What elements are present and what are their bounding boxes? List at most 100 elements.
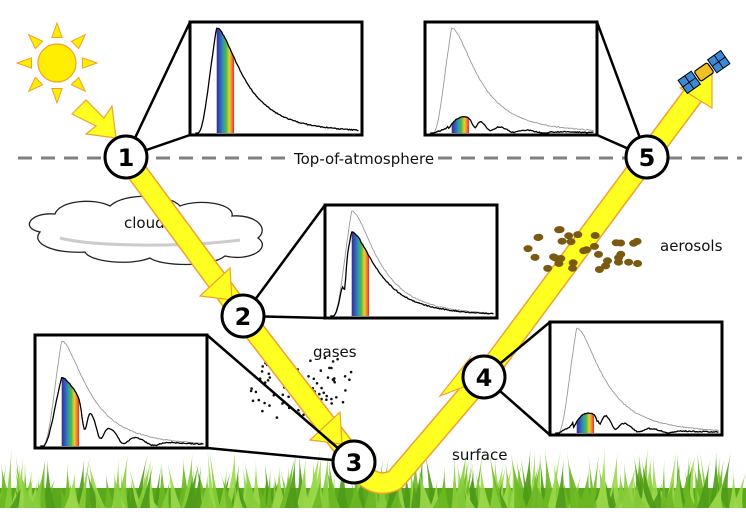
grass-blade <box>708 479 725 508</box>
grass-blade <box>199 473 215 508</box>
grass-blade <box>296 452 308 508</box>
zoom-connector-line <box>241 204 327 317</box>
gas-dot <box>315 382 319 385</box>
grass-blade <box>91 483 107 508</box>
stage-marker-4: 4 <box>461 354 507 400</box>
grass-blade <box>694 485 706 508</box>
grass-blade <box>128 466 142 508</box>
aerosol-dot <box>601 262 611 270</box>
aerosol-dot <box>582 246 592 254</box>
grass-blade <box>284 456 299 508</box>
visible-band-fill <box>451 116 470 133</box>
grass-blade <box>532 474 550 508</box>
aerosol-dot <box>557 237 567 245</box>
spectrum-panel-1 <box>188 20 364 137</box>
grass-blade <box>326 458 340 508</box>
aerosol-dot <box>554 260 564 267</box>
grass-blade <box>185 468 195 508</box>
stage-circle <box>220 293 266 339</box>
sun-disc <box>37 43 77 83</box>
grass-blade <box>233 476 241 508</box>
zoom-connector-line <box>595 21 649 158</box>
grass-blade <box>207 448 217 508</box>
stage-circle <box>331 439 377 485</box>
grass-blade <box>104 472 116 508</box>
grass-blade <box>0 463 15 508</box>
measured-spectrum <box>330 231 494 317</box>
aerosol-dot <box>629 239 639 247</box>
gas-dot <box>268 376 272 379</box>
gas-dot <box>266 379 270 382</box>
sun-ray <box>51 87 63 105</box>
stage-marker-3: 3 <box>331 439 377 485</box>
visible-band-fill <box>216 28 235 133</box>
zoom-connector-line <box>206 334 355 463</box>
grass-blade <box>714 452 731 508</box>
grass-blade <box>236 479 247 508</box>
zoom-connector-line <box>124 21 192 158</box>
aerosol-dot <box>624 258 634 266</box>
gas-dot <box>261 409 264 413</box>
grass-blade <box>377 455 390 508</box>
measured-spectrum <box>555 412 719 434</box>
aerosol-dot <box>594 266 604 273</box>
grass-blade <box>319 451 330 508</box>
gas-dot <box>349 370 353 374</box>
aerosol-dot <box>523 245 533 253</box>
aerosol-dot <box>566 238 576 246</box>
grass-blade <box>614 472 630 508</box>
gas-dot <box>275 416 279 419</box>
gas-dot <box>254 390 258 394</box>
gas-dot <box>328 366 331 370</box>
grass-blade <box>472 451 484 508</box>
grass-blade <box>272 466 287 508</box>
gas-dot <box>325 398 328 402</box>
gas-dot <box>302 413 305 417</box>
grass-blade <box>115 454 128 508</box>
aerosol-dot <box>614 258 623 266</box>
gas-dot <box>287 395 290 399</box>
toa-label: Top-of-atmosphere <box>293 150 434 168</box>
panel-frame <box>188 20 364 137</box>
grass-blade <box>242 466 255 508</box>
measured-spectrum <box>40 376 204 447</box>
grass-blade <box>266 466 273 508</box>
grass-blade <box>161 477 171 508</box>
grass-blade <box>335 453 348 508</box>
gas-dot <box>320 386 323 390</box>
gas-dot <box>312 377 316 381</box>
grass-blade <box>588 454 597 508</box>
stage-marker-1: 1 <box>103 134 149 180</box>
satellite-icon <box>677 49 731 95</box>
grass-blade <box>410 477 421 508</box>
gas-dot <box>250 387 253 390</box>
grass-blade <box>113 458 123 508</box>
grass-blade <box>218 466 228 508</box>
grass-blade <box>0 496 9 508</box>
aerosol-dot <box>633 260 643 267</box>
grass-blade <box>152 465 162 508</box>
spectrum-panel-2 <box>323 203 499 320</box>
gas-dot <box>297 408 300 412</box>
panel-frame <box>33 333 209 450</box>
grass-blade <box>86 468 102 508</box>
gas-dot <box>335 396 338 399</box>
grass-blade <box>251 460 262 508</box>
grass-blade <box>364 451 378 508</box>
grass-blade <box>478 463 491 508</box>
spectrum-panel-3 <box>33 333 209 450</box>
grass-blade <box>244 460 260 508</box>
grass-blade <box>520 456 532 508</box>
gas-dot <box>281 393 285 397</box>
grass-blade <box>602 470 615 508</box>
sun-ray <box>15 57 33 69</box>
gas-dot <box>348 378 351 382</box>
gases-label: gases <box>313 343 357 361</box>
aerosol-dot <box>543 264 553 272</box>
aerosol-dot <box>590 232 600 239</box>
grass-blade <box>296 456 309 508</box>
aerosols-label: aerosols <box>660 237 723 255</box>
toa-reference-spectrum <box>330 210 494 317</box>
sun-ray <box>70 33 87 50</box>
grass-blade <box>311 475 323 508</box>
